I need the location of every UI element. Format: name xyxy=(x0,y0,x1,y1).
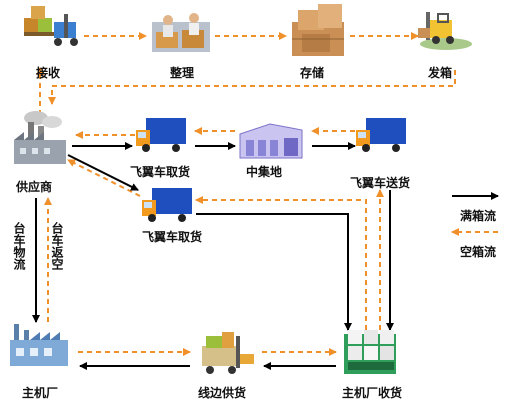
truck-icon xyxy=(142,188,192,222)
cart-return-label: 台车返空 xyxy=(50,222,64,270)
forklift-boxes-icon xyxy=(24,6,78,46)
workers-packing-icon xyxy=(152,13,210,52)
cart-arrows xyxy=(32,197,52,323)
supplier-label: 供应商 xyxy=(16,180,53,194)
factory-smoke-icon xyxy=(14,111,66,164)
store-label: 存储 xyxy=(300,66,325,80)
route-arrows xyxy=(195,189,394,331)
stacked-boxes-icon xyxy=(292,4,344,56)
empty-box-flow-label: 空箱流 xyxy=(460,245,497,259)
oem-plant-label: 主机厂 xyxy=(22,386,59,400)
receive-label: 接收 xyxy=(36,66,61,80)
top-process-arrows xyxy=(36,32,456,115)
bottom-arrows xyxy=(78,348,337,370)
oem-receiving-label: 主机厂收货 xyxy=(342,386,403,400)
truck-pickup-top-label: 飞翼车取货 xyxy=(130,165,191,179)
factory-plant-icon xyxy=(10,324,68,366)
lineside-label: 线边供货 xyxy=(198,386,247,400)
warehouse-icon xyxy=(239,123,303,159)
ship-label: 发箱 xyxy=(428,66,453,80)
hub-label: 中集地 xyxy=(246,165,283,179)
legend xyxy=(451,192,499,236)
truck-deliver-label: 飞翼车送货 xyxy=(350,176,411,190)
truck-pickup-mid-label: 飞翼车取货 xyxy=(142,230,203,244)
full-box-flow-label: 满箱流 xyxy=(460,209,497,223)
sort-label: 整理 xyxy=(170,66,195,80)
hand-cart-icon xyxy=(202,332,254,374)
cart-flow-label: 台车物流 xyxy=(12,222,26,270)
pallet-stack-icon xyxy=(344,330,396,374)
forklift-ship-icon xyxy=(418,12,472,50)
supplier-truck-arrows xyxy=(67,127,356,197)
truck-icon xyxy=(136,118,186,152)
truck-icon xyxy=(356,118,406,152)
